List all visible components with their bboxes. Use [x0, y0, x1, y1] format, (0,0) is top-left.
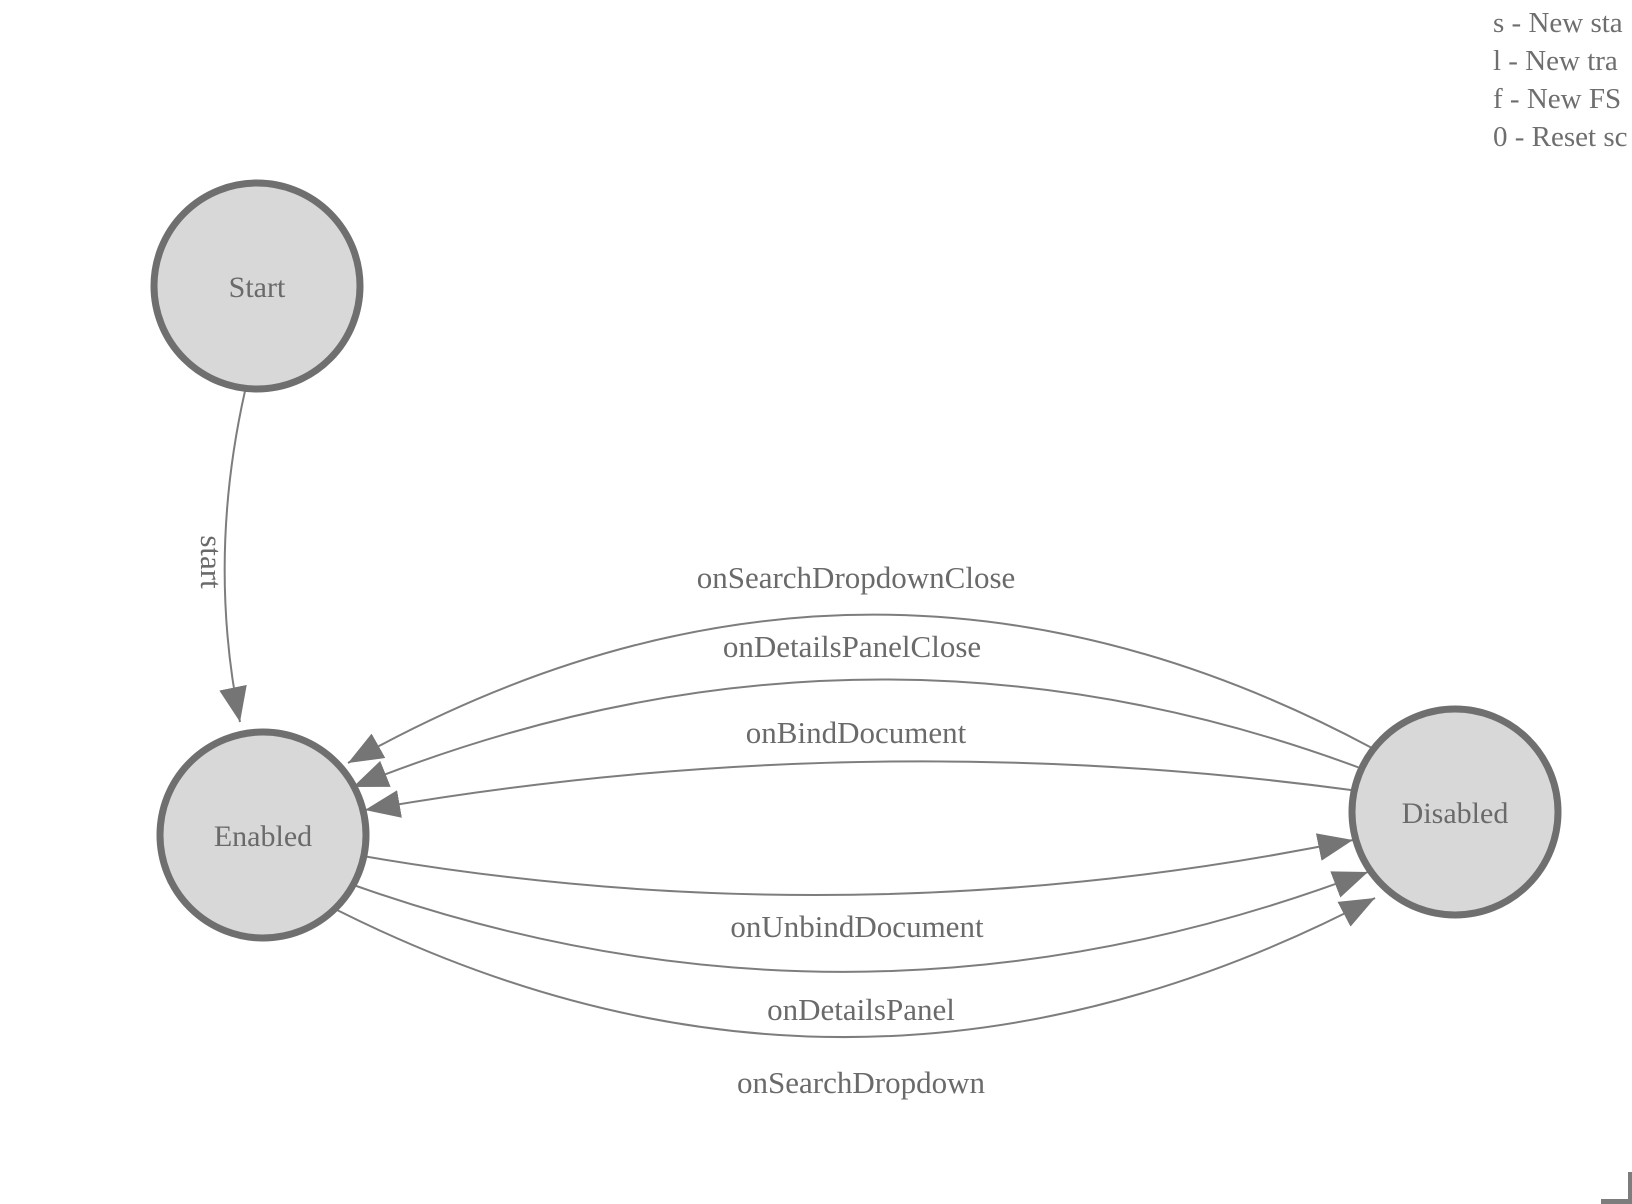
legend-line-reset-scale: 0 - Reset sc	[1493, 121, 1628, 153]
edge-label-on-unbind-document[interactable]: onUnbindDocument	[730, 909, 984, 944]
state-label-enabled: Enabled	[214, 820, 312, 853]
edge-label-on-details-panel-close[interactable]: onDetailsPanelClose	[723, 629, 981, 664]
canvas-corner-mark-horizontal	[1601, 1199, 1632, 1204]
state-label-disabled: Disabled	[1402, 797, 1509, 830]
edge-disabled-to-enabled-search-dropdown-close[interactable]	[347, 613, 1373, 764]
legend-line-new-state: s - New sta	[1493, 7, 1623, 39]
edge-disabled-to-enabled-details-panel-close[interactable]	[352, 678, 1361, 788]
legend: s - New sta l - New tra f - New FS 0 - R…	[1493, 4, 1628, 156]
edge-label-on-search-dropdown[interactable]: onSearchDropdown	[737, 1065, 985, 1100]
edge-enabled-to-disabled-details-panel[interactable]	[347, 871, 1369, 973]
edge-label-start[interactable]: start	[194, 535, 229, 589]
edge-disabled-to-enabled-bind-document[interactable]	[364, 760, 1352, 818]
legend-line-new-fsm: f - New FS	[1493, 83, 1622, 115]
legend-line-new-transition: l - New tra	[1493, 45, 1618, 77]
edge-enabled-to-disabled-unbind-document[interactable]	[356, 833, 1354, 897]
state-node-start[interactable]: Start	[150, 179, 364, 393]
edge-label-on-details-panel[interactable]: onDetailsPanel	[767, 992, 955, 1027]
state-node-enabled[interactable]: Enabled	[156, 728, 370, 942]
state-circle-disabled[interactable]	[1348, 705, 1562, 919]
edge-start-to-enabled[interactable]	[219, 390, 247, 723]
state-node-disabled[interactable]: Disabled	[1348, 705, 1562, 919]
state-circle-enabled[interactable]	[156, 728, 370, 942]
edge-label-on-bind-document[interactable]: onBindDocument	[746, 715, 967, 750]
state-label-start: Start	[229, 271, 286, 304]
edge-enabled-to-disabled-search-dropdown[interactable]	[336, 897, 1376, 1038]
edge-label-on-search-dropdown-close[interactable]: onSearchDropdownClose	[697, 560, 1016, 595]
state-circle-start[interactable]	[150, 179, 364, 393]
canvas-corner-mark-vertical	[1628, 1172, 1632, 1204]
